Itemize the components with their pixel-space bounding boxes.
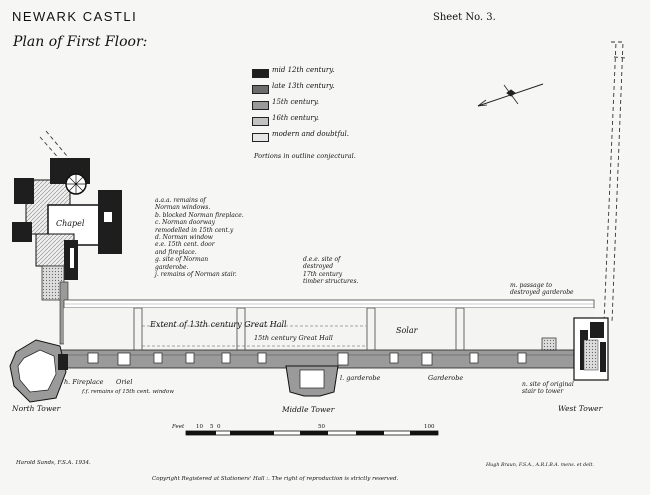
notes-left: a.a.a. remains of Norman windows. b. blo… <box>155 197 244 279</box>
legend-label: 15th century. <box>272 98 319 106</box>
notes-right: d.e.e. site of destroyed 17th century ti… <box>303 256 359 286</box>
legend-label: mid 12th century. <box>272 66 335 74</box>
drawing-subtitle: Plan of First Floor: <box>13 34 148 50</box>
north-tower-label: North Tower <box>12 404 61 413</box>
window-label: f.f. remains of 15th cent. window <box>82 389 174 395</box>
legend-swatch <box>252 69 269 78</box>
stair-note: n. site of original stair to tower <box>522 381 574 396</box>
drawing-title: NEWARK CASTLI <box>12 9 138 24</box>
legend-swatch <box>252 133 269 142</box>
conjectural-outline <box>39 41 627 323</box>
middle-tower <box>285 365 339 397</box>
west-tower <box>573 317 609 381</box>
garderobe-label: l. garderobe <box>340 374 381 382</box>
legend-label: 16th century. <box>272 114 319 122</box>
architect-credit: Hugh Braun, F.S.A., A.R.I.B.A. mens. et … <box>486 463 594 468</box>
chapel-block <box>12 158 122 280</box>
chapel-label: Chapel <box>56 219 85 228</box>
scale-tick: 10 <box>196 424 203 430</box>
legend-swatch <box>252 117 269 126</box>
garderobe-label-2: Garderobe <box>428 374 464 382</box>
scale-tick: 5 <box>210 424 214 430</box>
legend-swatch <box>252 101 269 110</box>
legend-swatch <box>252 85 269 94</box>
sheet-number: Sheet No. 3. <box>433 12 496 23</box>
hall-13th-label: Extent of 13th century Great Hall <box>150 320 287 329</box>
scale-tick: 0 <box>217 424 221 430</box>
north-arrow <box>477 83 544 107</box>
legend-note: Portions in outline conjectural. <box>254 152 356 160</box>
surveyor-credit: Harold Sands, F.S.A. 1934. <box>16 460 91 466</box>
west-tower-label: West Tower <box>558 404 603 413</box>
hall-15th-label: 15th century Great Hall <box>254 334 333 342</box>
fireplace-label: h. Fireplace <box>64 378 104 386</box>
legend-label: late 13th century. <box>272 82 335 90</box>
scale-tick: 50 <box>318 424 325 430</box>
scale-tick: 100 <box>424 424 435 430</box>
middle-tower-label: Middle Tower <box>282 405 335 414</box>
north-tower <box>9 339 68 403</box>
solar-label: Solar <box>396 326 418 335</box>
oriel-label: Oriel <box>116 378 133 386</box>
copyright-notice: Copyright Registered at Stationers' Hall… <box>152 476 399 482</box>
passage-note: m. passage to destroyed garderobe <box>510 282 574 297</box>
scale-label: Feet <box>172 424 185 430</box>
scale-bar <box>185 430 439 436</box>
legend-label: modern and doubtful. <box>272 130 350 138</box>
great-hall-range <box>59 299 601 369</box>
